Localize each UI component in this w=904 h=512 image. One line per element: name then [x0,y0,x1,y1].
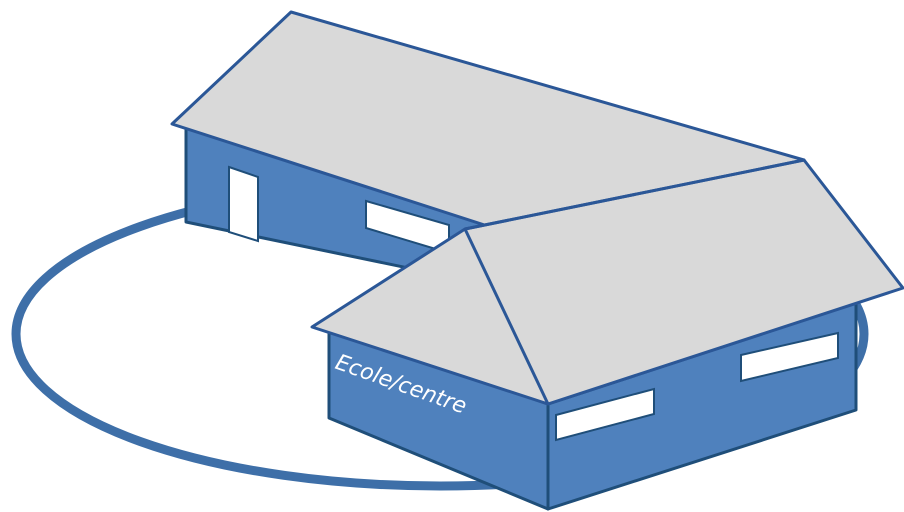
school-building-icon: Ecole/centre [170,10,904,511]
front-wing-roof-hip-ridge [463,228,550,405]
back-wing-door [228,165,259,243]
front-wing-window-1 [555,387,655,442]
front-wing-window-2 [740,331,839,383]
front-wing-roof-ridge [464,158,805,231]
front-wing-roof [310,158,904,406]
